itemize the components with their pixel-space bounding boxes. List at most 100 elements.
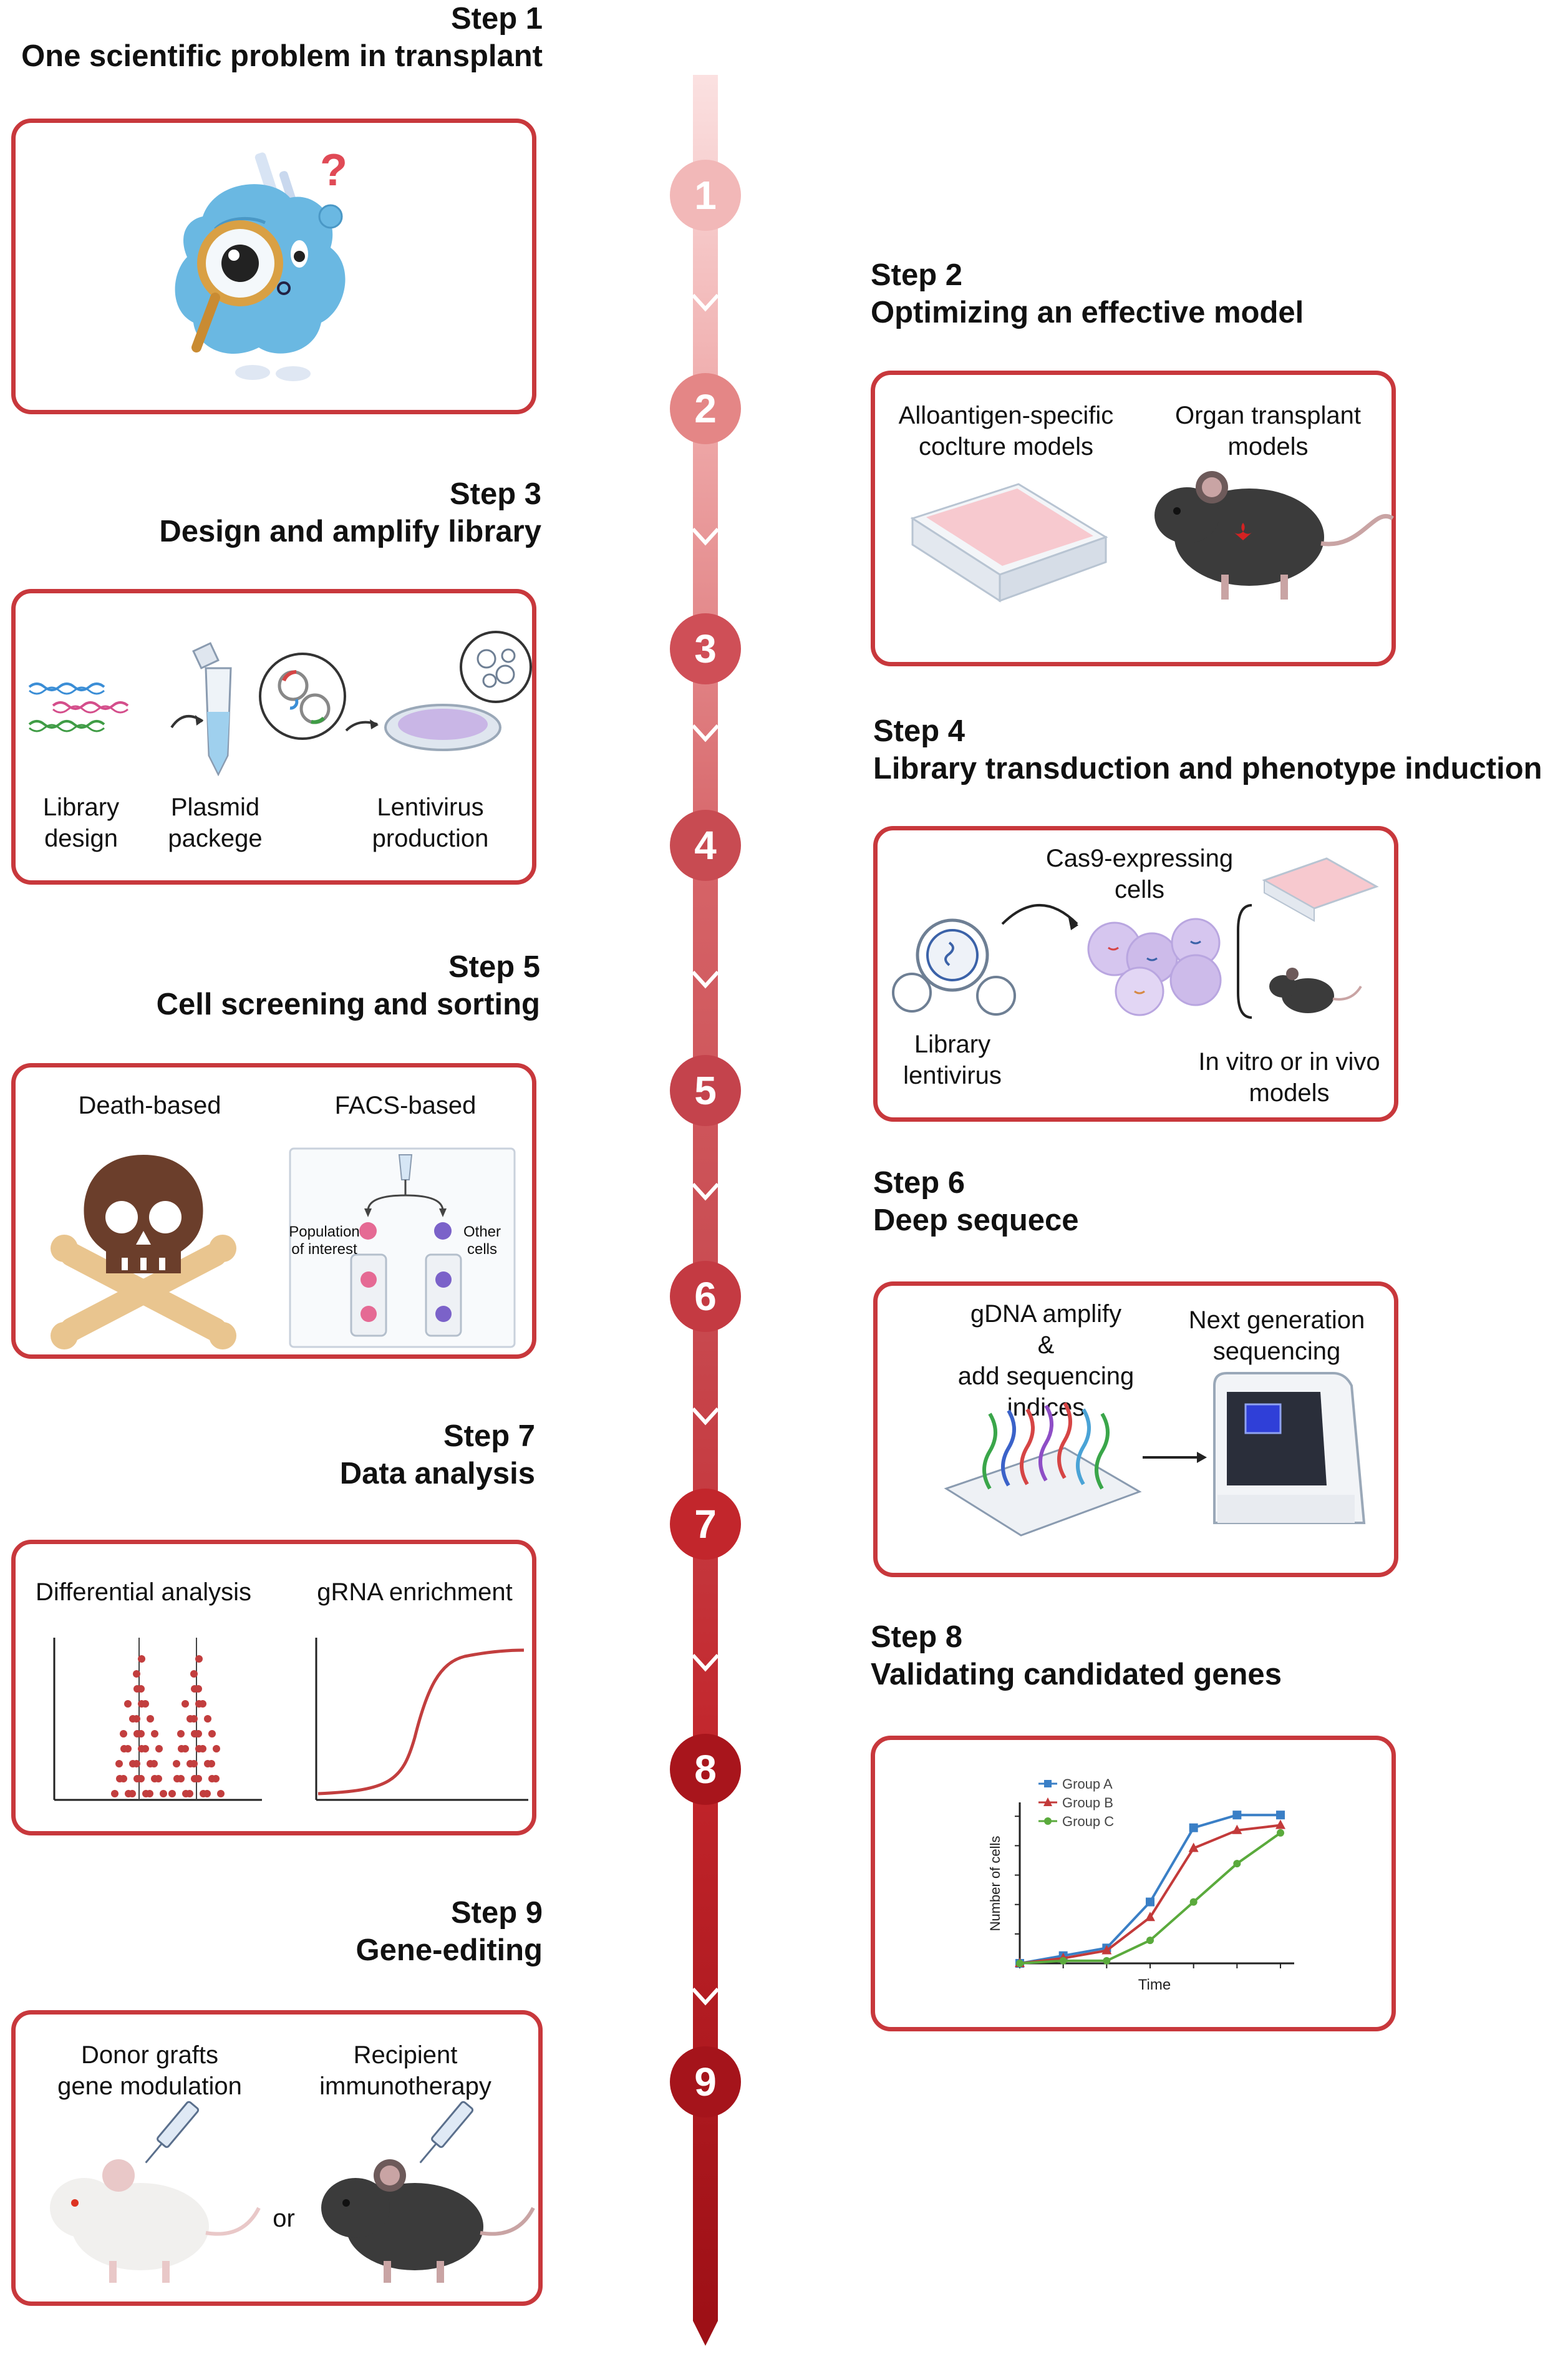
step-6-name: Deep sequece	[873, 1203, 1079, 1237]
timeline-step-6-marker: 6	[670, 1261, 741, 1332]
scatter-dot	[190, 1760, 198, 1767]
step-3-title: Step 3 Design and amplify library	[0, 475, 541, 550]
step-5-box: Death-based FACS-based Population of int…	[11, 1063, 536, 1359]
scatter-dot	[150, 1760, 158, 1767]
organ-transplant-models-label: Organ transplant models	[1175, 402, 1361, 460]
scatter-dot	[208, 1760, 215, 1767]
step-1-label: Step 1	[450, 2, 543, 36]
step-3-box: Library design Plasmid packege Lentiviru…	[11, 589, 536, 885]
timeline-chevron	[691, 1653, 720, 1672]
scatter-dot	[137, 1730, 145, 1738]
scatter-dot	[115, 1760, 123, 1767]
legend-label: Group C	[1062, 1814, 1114, 1829]
data-point	[1275, 1819, 1285, 1829]
scatter-dot	[181, 1745, 189, 1752]
scatter-dot	[195, 1730, 202, 1738]
plasmid-packege-label: Plasmid packege	[168, 794, 263, 852]
step-4-box: Cas9-expressing cells Library lentivirus…	[873, 826, 1398, 1122]
skull-crossbones-icon	[51, 1155, 236, 1349]
library-lentivirus-label: Library lentivirus	[903, 1031, 1002, 1089]
scatter-dot	[181, 1700, 189, 1708]
timeline-step-9-marker: 9	[670, 2046, 741, 2117]
timeline-number: 5	[694, 1068, 717, 1113]
scatter-dot	[160, 1790, 167, 1797]
scatter-dot	[137, 1685, 145, 1693]
timeline-step-3-marker: 3	[670, 613, 741, 684]
recipient-immunotherapy-label: Recipient immunotherapy	[319, 2041, 491, 2100]
scatter-dot	[133, 1670, 140, 1678]
library-design-illustration	[28, 683, 204, 732]
scatter-dot	[155, 1775, 162, 1782]
scatter-dot	[137, 1775, 145, 1782]
scatter-dot	[212, 1775, 220, 1782]
step-9-title: Step 9 Gene-editing	[0, 1894, 543, 1969]
or-label: or	[273, 2205, 295, 2232]
white-mouse-injection-illustration	[50, 2101, 261, 2283]
scatter-dot	[195, 1685, 202, 1693]
data-point	[1189, 1898, 1198, 1906]
next-generation-sequencing-label: Next generation sequencing	[1188, 1306, 1365, 1365]
svg-text:?: ?	[320, 145, 347, 195]
data-point	[1016, 1960, 1024, 1967]
data-point	[1189, 1823, 1198, 1832]
y-axis-label: Number of cells	[987, 1836, 1003, 1932]
death-based-label: Death-based	[78, 1092, 221, 1119]
scatter-dot	[124, 1745, 132, 1752]
step-8-label: Step 8	[871, 1620, 963, 1654]
timeline-chevron	[691, 293, 720, 312]
step-7-label: Step 7	[443, 1419, 535, 1453]
scatter-dot	[195, 1775, 202, 1782]
sequencing-illustration	[944, 1372, 1366, 1537]
well-plate-illustration	[910, 483, 1108, 603]
scatter-dot	[190, 1670, 198, 1678]
step-9-label: Step 9	[450, 1896, 543, 1930]
scatter-dot	[146, 1790, 153, 1797]
step-6-box: gDNA amplify & add sequencing indices Ne…	[873, 1281, 1398, 1577]
scatter-dot	[177, 1775, 185, 1782]
step-7-box: Differential analysis gRNA enrichment	[11, 1540, 536, 1835]
scatter-dot	[147, 1715, 154, 1723]
data-point	[1145, 1912, 1155, 1922]
data-point	[1103, 1956, 1111, 1965]
step-4-title: Step 4 Library transduction and phenotyp…	[873, 712, 1566, 787]
timeline-chevron	[691, 1182, 720, 1201]
transduction-illustration	[892, 857, 1379, 1019]
lentivirus-production-label: Lentivirus production	[372, 794, 489, 852]
timeline-chevron	[691, 970, 720, 989]
data-point	[1059, 1956, 1067, 1965]
timeline-step-5-marker: 5	[670, 1055, 741, 1126]
timeline-number: 1	[694, 173, 717, 218]
population-of-interest-label: Population of interest	[289, 1223, 360, 1258]
in-vitro-in-vivo-label: In vitro or in vivo models	[1198, 1048, 1380, 1107]
timeline-number: 2	[694, 386, 717, 431]
scatter-dot	[199, 1745, 206, 1752]
step-9-name: Gene-editing	[356, 1933, 543, 1967]
data-point	[1232, 1810, 1242, 1820]
lentivirus-dish-illustration	[384, 631, 532, 751]
scatter-dot	[124, 1700, 132, 1708]
data-point	[1188, 1842, 1199, 1852]
scatter-dot	[208, 1730, 216, 1738]
step-5-label: Step 5	[448, 950, 540, 984]
data-point	[1101, 1945, 1112, 1955]
timeline-number: 3	[694, 626, 717, 671]
timeline-chevron	[691, 724, 720, 742]
scatter-dot	[203, 1790, 211, 1797]
grna-enrichment-plot	[315, 1638, 528, 1801]
donor-grafts-label: Donor grafts gene modulation	[57, 2041, 242, 2100]
step-1-box: ?	[11, 119, 536, 414]
scatter-dot	[133, 1715, 140, 1723]
step-1-title: Step 1 One scientific problem in transpl…	[0, 0, 543, 75]
timeline-number: 7	[694, 1502, 717, 1547]
timeline-step-4-marker: 4	[670, 810, 741, 881]
step-9-box: Donor grafts gene modulation Recipient i…	[11, 2010, 543, 2306]
scatter-dot	[128, 1790, 136, 1797]
scatter-dot	[173, 1760, 180, 1767]
timeline-step-7-marker: 7	[670, 1489, 741, 1560]
black-mouse-injection-illustration	[321, 2101, 535, 2283]
step-6-title: Step 6 Deep sequece	[873, 1164, 1559, 1239]
scatter-dot	[120, 1775, 127, 1782]
facs-based-label: FACS-based	[334, 1092, 477, 1119]
scatter-dot	[213, 1745, 220, 1752]
